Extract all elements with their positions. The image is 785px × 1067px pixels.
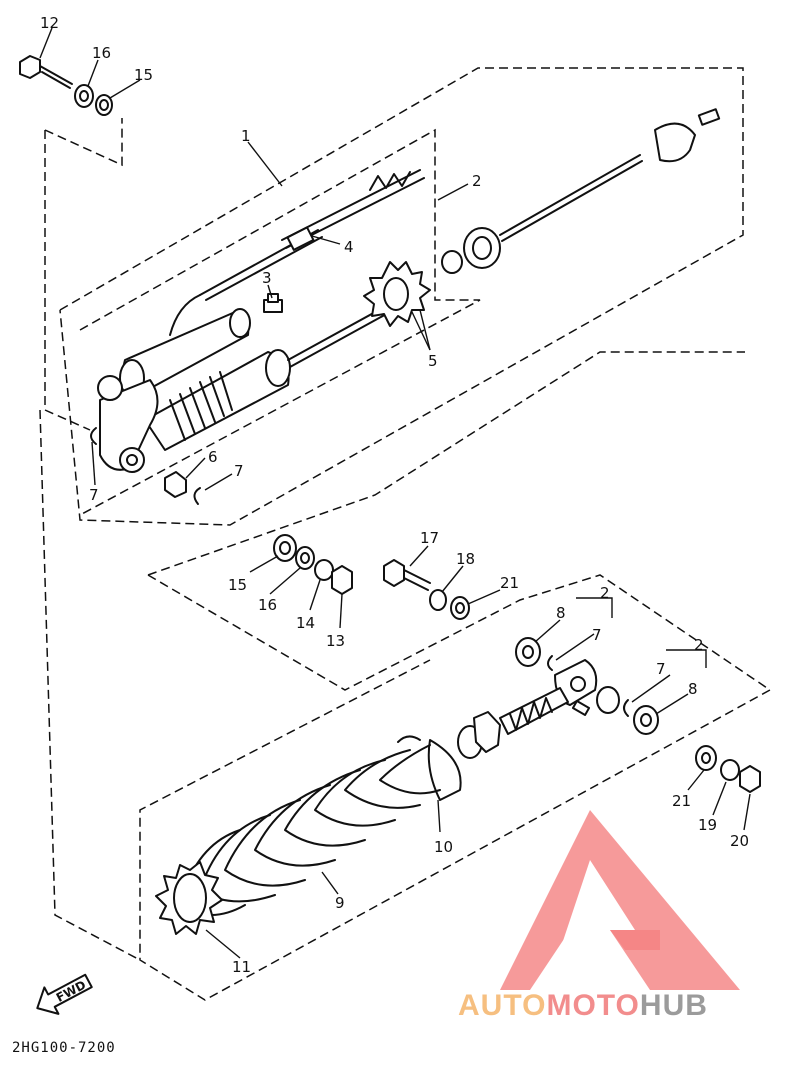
callout-10: 10 [434, 838, 453, 856]
callout-3: 3 [262, 269, 272, 287]
watermark-auto-text: AUTO [458, 989, 546, 1022]
watermark-moto-text: MOTO [546, 989, 639, 1022]
callout-labels: 12 16 15 1 2 4 3 5 6 7 7 15 16 14 13 17 … [40, 14, 749, 976]
collar-15 [95, 94, 113, 116]
callout-7d: 7 [656, 660, 666, 678]
washer-16 [74, 84, 94, 108]
callout-1: 1 [241, 127, 251, 145]
callout-16: 16 [92, 44, 111, 62]
callout-17: 17 [420, 529, 439, 547]
callout-18: 18 [456, 550, 475, 568]
upper-mount-hardware [273, 534, 353, 595]
callout-7b: 7 [89, 486, 99, 504]
callout-7c: 7 [592, 626, 602, 644]
watermark-hub-text: HUB [640, 989, 708, 1022]
callout-4: 4 [344, 238, 354, 256]
callout-8a: 8 [556, 604, 566, 622]
rear-shock-absorber [97, 229, 391, 473]
adjuster-gear-5 [363, 261, 431, 327]
adjuster-rod-4 [281, 169, 425, 251]
bolt-12 [19, 55, 73, 89]
callout-19: 19 [698, 816, 717, 834]
watermark-auto: AUTOMOTOHUB [458, 989, 708, 1022]
bleed-screw-3 [263, 293, 283, 313]
callout-20: 20 [730, 832, 749, 850]
callout-21b: 21 [672, 792, 691, 810]
bump-stop-2 [441, 108, 721, 274]
clip-7-upper [90, 427, 201, 505]
coil-spring-9 [179, 744, 441, 916]
lower-shock-eye [499, 659, 598, 735]
callout-13: 13 [326, 632, 345, 650]
callout-8b: 8 [688, 680, 698, 698]
spring-adjuster-nut-11 [155, 861, 223, 935]
callout-12: 12 [40, 14, 59, 32]
callout-2c: 2 [694, 636, 704, 654]
callout-11: 11 [232, 958, 251, 976]
diagram-code: 2HG100-7200 [12, 1040, 116, 1056]
watermark: AUTOMOTOHUB [458, 810, 740, 1022]
lower-mount-bolt-17 [383, 559, 470, 620]
body-threads [169, 371, 233, 441]
spring-seat-10 [397, 711, 501, 801]
leader-lines [39, 27, 751, 959]
callout-15: 15 [134, 66, 153, 84]
callout-9: 9 [335, 894, 345, 912]
callout-6: 6 [208, 448, 218, 466]
automotohub-logo-icon [500, 810, 740, 990]
callout-2b: 2 [600, 584, 610, 602]
nipple-6 [164, 471, 187, 498]
callout-15b: 15 [228, 576, 247, 594]
callout-2: 2 [472, 172, 482, 190]
callout-14: 14 [296, 614, 315, 632]
lower-right-hardware [695, 745, 761, 793]
callout-5: 5 [428, 352, 438, 370]
callout-21a: 21 [500, 574, 519, 592]
lower-eye-bushings [515, 637, 659, 735]
fwd-arrow: FWD [36, 973, 93, 1015]
assembly-boundaries [39, 67, 772, 1001]
callout-16b: 16 [258, 596, 277, 614]
callout-7a: 7 [234, 462, 244, 480]
